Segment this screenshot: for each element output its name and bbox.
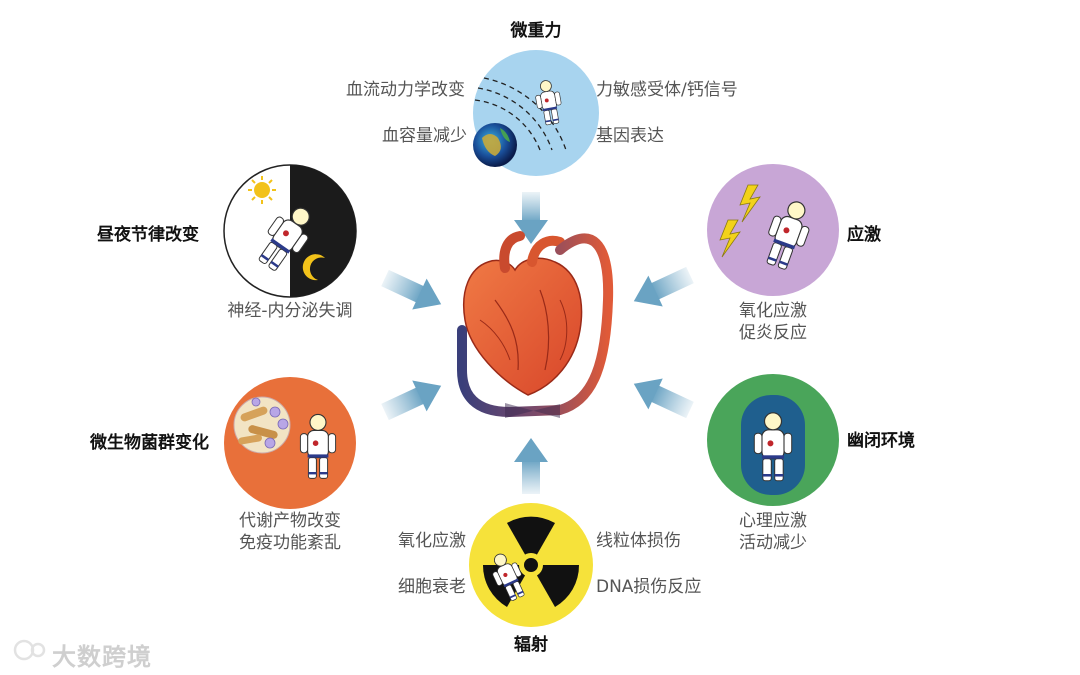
microgravity-label-blood-volume: 血容量减少 bbox=[382, 126, 467, 146]
watermark-logo-icon bbox=[13, 639, 46, 661]
microgravity-circle bbox=[473, 50, 599, 176]
microgravity-label-gene-expression: 基因表达 bbox=[596, 126, 664, 146]
watermark: 大数跨境 bbox=[52, 643, 152, 671]
microgravity-label-mechanoreceptor: 力敏感受体/钙信号 bbox=[596, 80, 738, 100]
lightning-icon bbox=[719, 184, 761, 258]
confinement-label-activity: 活动减少 bbox=[739, 533, 807, 553]
confinement-label-psychological: 心理应激 bbox=[739, 511, 807, 531]
heart-icon bbox=[457, 231, 614, 418]
microgravity-label-hemodynamics: 血流动力学改变 bbox=[346, 80, 465, 100]
stress-label-oxidative: 氧化应激 bbox=[739, 301, 807, 321]
arrow-bottom bbox=[514, 438, 548, 494]
arrow-upper-right bbox=[633, 266, 694, 307]
bacteria-icon bbox=[233, 396, 291, 454]
radiation-label-mitochondria: 线粒体损伤 bbox=[596, 531, 681, 551]
stress-circle bbox=[707, 164, 839, 296]
microbiome-label-immune: 免疫功能紊乱 bbox=[239, 533, 341, 553]
microbiome-label-metabolites: 代谢产物改变 bbox=[239, 511, 341, 531]
arrow-upper-left bbox=[381, 269, 442, 310]
moon-icon bbox=[302, 254, 325, 281]
radiation-label-dna: DNA损伤反应 bbox=[596, 577, 702, 597]
radiation-label-senescence: 细胞衰老 bbox=[398, 577, 466, 597]
radiation-label-oxidative: 氧化应激 bbox=[398, 531, 466, 551]
arrow-top bbox=[514, 192, 548, 244]
circadian-label-neuroendocrine: 神经-内分泌失调 bbox=[227, 301, 353, 321]
circadian-circle bbox=[223, 164, 357, 298]
sun-icon bbox=[248, 176, 276, 204]
arrow-lower-right bbox=[633, 378, 694, 419]
arrow-lower-left bbox=[381, 380, 442, 421]
stress-label-inflammation: 促炎反应 bbox=[739, 323, 807, 343]
microbiome-title: 微生物菌群变化 bbox=[90, 433, 209, 453]
confinement-title: 幽闭环境 bbox=[847, 431, 915, 451]
microgravity-title: 微重力 bbox=[510, 21, 562, 41]
circadian-title: 昼夜节律改变 bbox=[97, 225, 199, 245]
radiation-circle bbox=[469, 503, 593, 627]
stress-title: 应激 bbox=[847, 225, 881, 245]
confinement-circle bbox=[707, 374, 839, 506]
microbiome-circle bbox=[224, 377, 356, 509]
radiation-title: 辐射 bbox=[514, 635, 548, 655]
